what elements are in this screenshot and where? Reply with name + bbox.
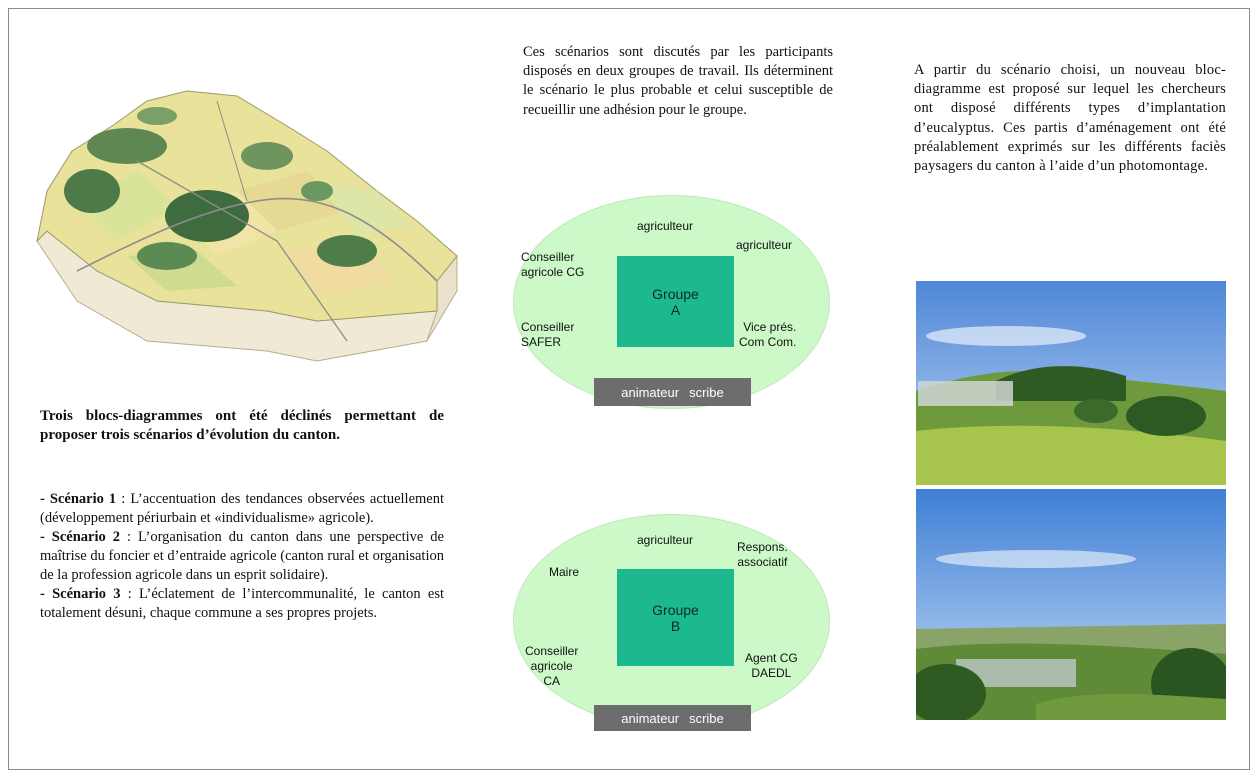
right-description: A partir du scénario choisi, un nouveau … <box>914 62 1226 175</box>
staff-animator: animateur <box>621 384 680 400</box>
group-a-title: Groupe <box>652 285 699 302</box>
participant-left-top: Maire <box>549 565 580 579</box>
block-diagram-illustration <box>17 41 467 371</box>
participant-left-top: Conseiller agricole CG <box>521 250 585 279</box>
intro-heading: Trois blocs-diagrammes ont été déclinés … <box>40 408 444 443</box>
scenario-text: : L’accentuation des tendances observées… <box>40 491 444 526</box>
staff-scribe: scribe <box>689 384 724 400</box>
staff-bar: animateur scribe <box>594 378 751 406</box>
participant-top-right: agriculteur <box>736 238 793 252</box>
participant-top: agriculteur <box>637 533 694 547</box>
group-b-box: Groupe B <box>617 569 734 666</box>
landscape-photo-2 <box>916 489 1226 720</box>
scenario-item: - Scénario 3 : L’éclatement de l’interco… <box>40 585 444 623</box>
participant-right-bottom: Vice prés. Com Com. <box>739 320 797 349</box>
participant-right-bottom: Agent CG DAEDL <box>745 651 798 680</box>
scenario-label: - Scénario 2 <box>40 529 120 545</box>
scenario-label: - Scénario 3 <box>40 586 121 602</box>
scenario-list: - Scénario 1 : L’accentuation des tendan… <box>40 490 444 623</box>
middle-description: Ces scénarios sont discutés par les part… <box>523 44 833 118</box>
landscape-photo-1 <box>916 281 1226 485</box>
staff-animator: animateur <box>621 710 680 726</box>
staff-scribe: scribe <box>689 710 724 726</box>
group-b-letter: B <box>670 617 681 634</box>
participant-left-bottom: Conseiller SAFER <box>521 320 575 349</box>
scenario-text: : L’organisation du canton dans une pers… <box>40 529 444 583</box>
scenario-item: - Scénario 1 : L’accentuation des tendan… <box>40 490 444 528</box>
scenario-label: - Scénario 1 <box>40 491 117 507</box>
scenario-text: : L’éclatement de l’intercommunalité, le… <box>40 586 444 621</box>
participant-top-right: Respons. associatif <box>737 540 788 569</box>
group-b-diagram: Groupe B agriculteur Respons. associatif… <box>513 514 830 731</box>
group-a-letter: A <box>670 301 681 318</box>
participant-top: agriculteur <box>637 219 694 233</box>
group-a-box: Groupe A <box>617 256 734 347</box>
scenario-item: - Scénario 2 : L’organisation du canton … <box>40 528 444 585</box>
staff-bar: animateur scribe <box>594 705 751 731</box>
group-a-diagram: Groupe A agriculteur agriculteur Conseil… <box>513 195 830 409</box>
group-b-title: Groupe <box>652 601 699 618</box>
participant-left-bottom: Conseiller agricole CA <box>525 644 579 688</box>
